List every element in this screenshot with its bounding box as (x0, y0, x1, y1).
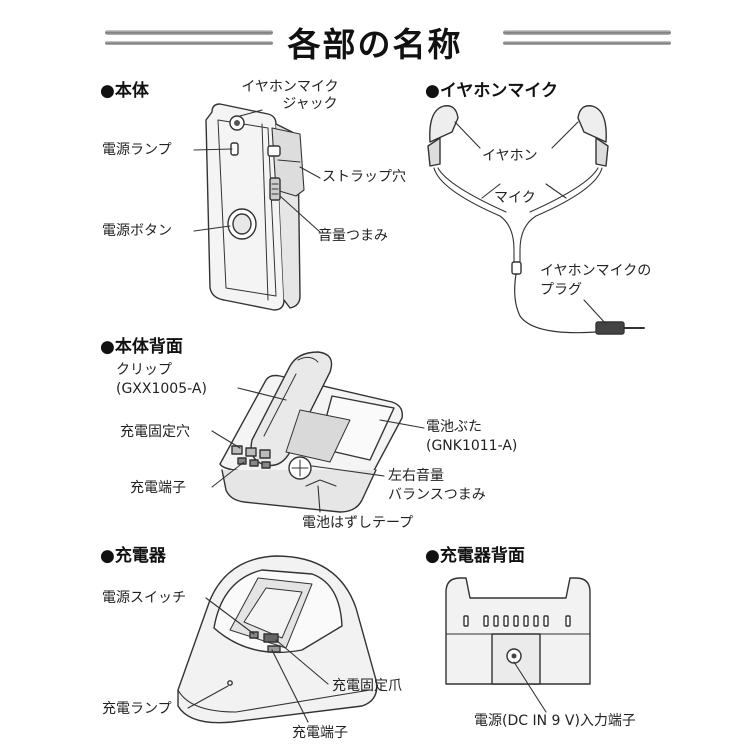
label-power-button: 電源ボタン (102, 222, 172, 240)
label-balance-line1: 左右音量 (388, 467, 444, 485)
label-charger-terminal: 充電端子 (292, 724, 348, 742)
strap-hole-icon (268, 146, 280, 156)
label-power-lamp: 電源ランプ (102, 141, 172, 159)
label-power-switch: 電源スイッチ (102, 589, 186, 607)
label-strap-hole: ストラップ穴 (322, 168, 406, 186)
mic-unit-icon (512, 262, 521, 274)
label-battery-cover-line1: 電池ぶた (426, 418, 482, 436)
label-plug-line1: イヤホンマイクの (540, 262, 651, 280)
vent-slot-left (464, 616, 468, 626)
body-back-drawing (220, 352, 402, 512)
charge-fix-hole-icon (232, 446, 242, 454)
label-volume-knob: 音量つまみ (318, 227, 388, 245)
label-charge-terminal: 充電端子 (130, 479, 186, 497)
label-clip-line2: (GXX1005-A) (116, 380, 207, 398)
label-charge-lamp: 充電ランプ (102, 700, 172, 718)
vent-slot-1 (484, 616, 488, 626)
label-battery-cover-line2: (GNK1011-A) (426, 437, 517, 455)
label-balance-line2: バランスつまみ (388, 486, 486, 504)
label-jack-line2: ジャック (260, 95, 360, 113)
right-earpiece-icon (578, 106, 606, 142)
label-plug-line2: プラグ (540, 281, 582, 299)
charge-claw-icon (264, 634, 278, 642)
plug-icon (596, 322, 624, 334)
label-charge-fix-hole: 充電固定穴 (120, 423, 190, 441)
label-dc-input: 電源(DC IN 9 V)入力端子 (474, 712, 636, 730)
left-earpiece-icon (430, 106, 458, 142)
label-jack-line1: イヤホンマイク (232, 78, 348, 96)
earphone-mic-drawing (428, 106, 644, 334)
vent-slot-2 (494, 616, 498, 626)
vent-slot-right (566, 616, 570, 626)
label-earphone: イヤホン (482, 147, 538, 165)
power-switch-icon (250, 632, 258, 638)
charge-terminal-icon (268, 646, 280, 652)
main-unit-drawing (206, 104, 304, 310)
label-battery-tape: 電池はずしテープ (302, 514, 413, 532)
vent-slot-3 (504, 616, 508, 626)
vent-slot-6 (534, 616, 538, 626)
label-clip-line1: クリップ (116, 361, 172, 379)
vent-slot-4 (514, 616, 518, 626)
vent-slot-5 (524, 616, 528, 626)
label-mic: マイク (494, 189, 536, 207)
label-charge-claw: 充電固定爪 (332, 677, 402, 695)
vent-slot-7 (544, 616, 548, 626)
charge-lamp-icon (228, 681, 232, 685)
